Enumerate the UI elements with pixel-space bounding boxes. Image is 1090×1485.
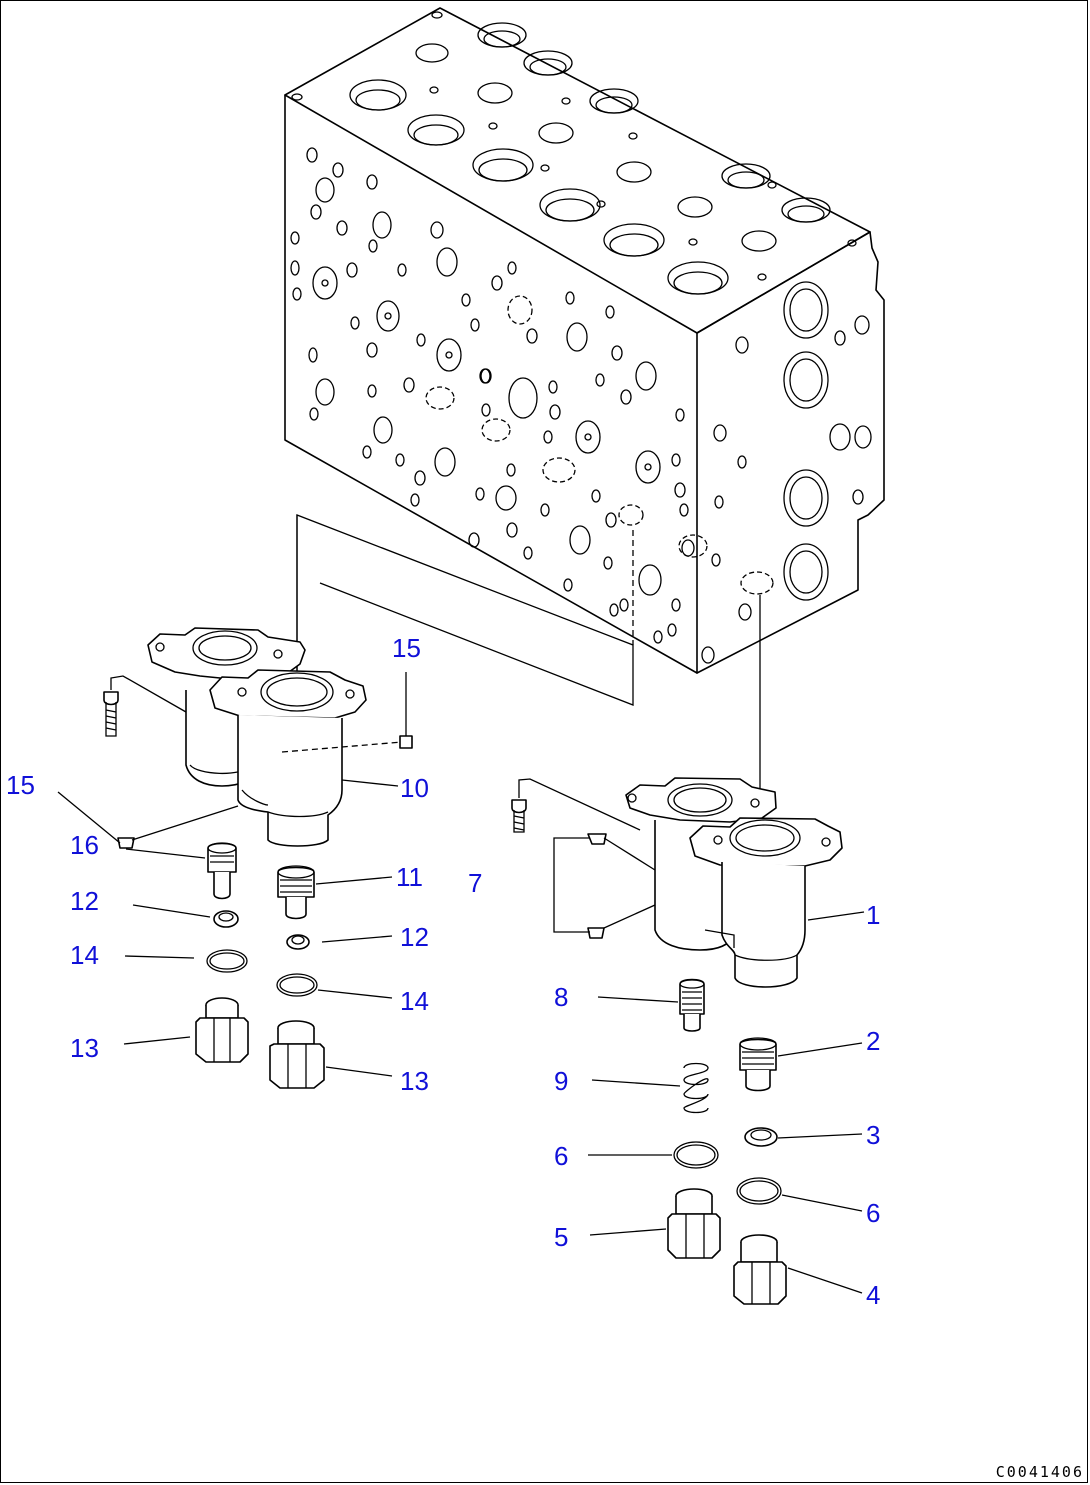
callout-14-right: 14 (400, 986, 429, 1016)
left-valve-assembly (103, 627, 413, 849)
callout-15-top: 15 (392, 633, 421, 663)
callout-16: 16 (70, 830, 99, 860)
callout-3: 3 (866, 1120, 881, 1150)
callout-13-left: 13 (70, 1033, 99, 1063)
callout-2: 2 (866, 1026, 881, 1056)
document-code: C0041406 (995, 1463, 1084, 1481)
callout-4: 4 (866, 1280, 881, 1310)
callout-15-left: 15 (6, 770, 35, 800)
left-valve-parts (195, 842, 325, 1089)
callout-6-left: 6 (554, 1141, 569, 1171)
callout-14-left: 14 (70, 940, 99, 970)
callout-11: 11 (396, 862, 423, 892)
callout-12-right: 12 (400, 922, 429, 952)
callout-8: 8 (554, 982, 569, 1012)
callout-10: 10 (400, 773, 429, 803)
callout-13-right: 13 (400, 1066, 429, 1096)
main-valve-block (284, 7, 885, 674)
leader-lines (57, 779, 865, 1294)
callout-12-left: 12 (70, 886, 99, 916)
callout-9: 9 (554, 1066, 569, 1096)
callout-6-right: 6 (866, 1198, 881, 1228)
front-face-ports (290, 147, 695, 644)
right-face-ports (678, 281, 872, 664)
callout-5: 5 (554, 1222, 569, 1252)
right-valve-assembly (511, 777, 843, 988)
top-face-ports (291, 11, 857, 295)
callout-7: 7 (468, 868, 483, 898)
right-valve-parts (667, 978, 787, 1305)
callout-1: 1 (866, 900, 881, 930)
